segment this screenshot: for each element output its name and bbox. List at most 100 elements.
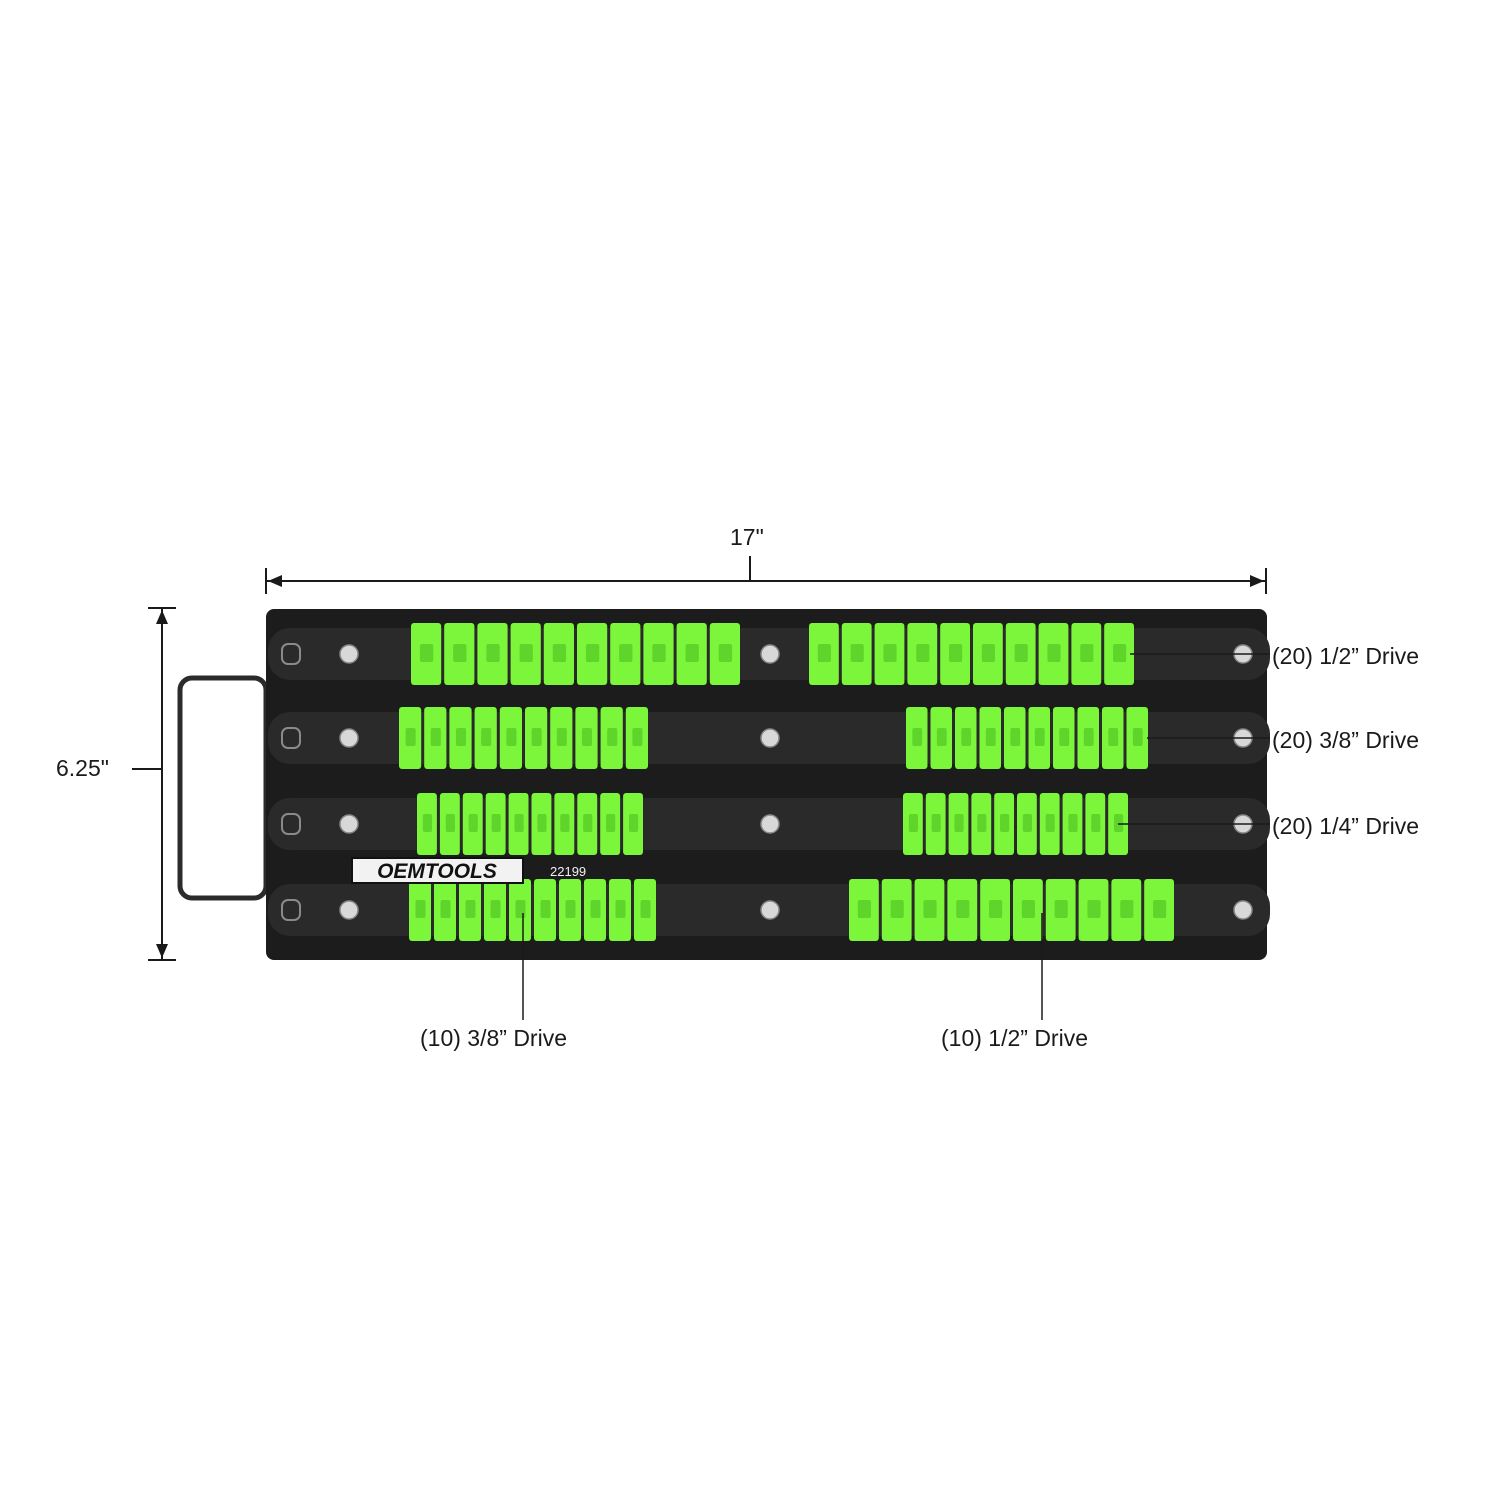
- socket-clip-post: [440, 900, 451, 918]
- socket-clip-post: [430, 728, 441, 746]
- socket-clip-post: [468, 814, 478, 832]
- socket-clip-post: [1083, 728, 1094, 746]
- rivet: [339, 644, 359, 664]
- socket-clip-post: [1000, 814, 1010, 832]
- socket-clip-post: [890, 900, 904, 918]
- rivet: [760, 644, 780, 664]
- rivet: [760, 900, 780, 920]
- brand-logo: OEMTOOLS: [351, 857, 524, 884]
- height-dimension-line: [132, 607, 176, 961]
- socket-clip-post: [490, 900, 501, 918]
- rails-layer: [268, 623, 1270, 941]
- socket-clip-post: [556, 728, 567, 746]
- socket-clip-post: [1034, 728, 1045, 746]
- socket-clip-post: [519, 644, 533, 662]
- width-dimension-line: [265, 556, 1267, 594]
- socket-clip-post: [1153, 900, 1167, 918]
- socket-clip-post: [581, 728, 593, 746]
- socket-clip-post: [1021, 900, 1035, 918]
- callout-bottom-right-label: (10) 1/2” Drive: [941, 1025, 1088, 1051]
- socket-clip-post: [465, 900, 476, 918]
- socket-clip-post: [912, 728, 923, 746]
- socket-clip-post: [606, 814, 616, 832]
- socket-clip-post: [445, 814, 455, 832]
- rivet: [760, 814, 780, 834]
- socket-clip-post: [652, 644, 666, 662]
- socket-clip-post: [923, 900, 937, 918]
- rail-row-1: [268, 623, 1270, 685]
- rail-row-2: [268, 707, 1270, 769]
- socket-clip-post: [640, 900, 651, 918]
- socket-clip-post: [1047, 644, 1061, 662]
- socket-clip-post: [585, 644, 600, 662]
- socket-clip-post: [514, 814, 524, 832]
- socket-clip-post: [908, 814, 918, 832]
- rail-end-slot: [281, 727, 301, 749]
- rail-row-4: [268, 879, 1270, 941]
- wire-handle: [177, 675, 269, 901]
- rivet: [339, 814, 359, 834]
- socket-clip-post: [850, 644, 864, 662]
- height-dimension-label: 6.25": [56, 755, 109, 781]
- socket-clip-post: [1080, 644, 1094, 662]
- socket-clip-post: [405, 728, 416, 746]
- socket-clip-post: [977, 814, 987, 832]
- socket-clip-post: [619, 644, 633, 662]
- socket-clip-post: [453, 644, 467, 662]
- socket-clip-post: [632, 728, 643, 746]
- callout-row3-label: (20) 1/4” Drive: [1272, 813, 1419, 839]
- rail-end-slot: [281, 899, 301, 921]
- socket-clip-post: [506, 728, 517, 746]
- socket-clip-post: [422, 814, 433, 832]
- socket-clip-post: [552, 644, 567, 662]
- rail-end-slot: [281, 643, 301, 665]
- socket-clip-post: [415, 900, 426, 918]
- socket-clip-post: [615, 900, 626, 918]
- width-dimension-label: 17": [730, 524, 764, 550]
- socket-clip-post: [817, 644, 831, 662]
- socket-clip-post: [590, 900, 601, 918]
- callout-row2-label: (20) 3/8” Drive: [1272, 727, 1419, 753]
- callout-bottom-left-label: (10) 3/8” Drive: [420, 1025, 567, 1051]
- socket-clip-post: [531, 728, 542, 746]
- socket-clip-post: [954, 814, 964, 832]
- socket-clip-post: [1068, 814, 1078, 832]
- socket-clip-post: [583, 814, 593, 832]
- socket-clip-post: [1010, 728, 1021, 746]
- socket-clip-post: [1054, 900, 1068, 918]
- socket-clip-post: [515, 900, 526, 918]
- socket-clip-post: [607, 728, 618, 746]
- socket-clip-post: [949, 644, 963, 662]
- socket-clip-post: [1114, 814, 1124, 832]
- socket-clip-post: [1087, 900, 1101, 918]
- rivet: [760, 728, 780, 748]
- callout-row1-label: (20) 1/2” Drive: [1272, 643, 1419, 669]
- callout-leaders: [522, 653, 1270, 1020]
- rivet: [339, 900, 359, 920]
- socket-clip-post: [419, 644, 434, 662]
- socket-clip-post: [1045, 814, 1055, 832]
- socket-clip-post: [565, 900, 576, 918]
- socket-clip-post: [628, 814, 639, 832]
- socket-clip-post: [1120, 900, 1134, 918]
- brand-logo-text: OEMTOOLS: [377, 860, 497, 883]
- socket-clip-post: [718, 644, 733, 662]
- socket-clip-post: [956, 900, 970, 918]
- socket-clip-post: [685, 644, 699, 662]
- socket-clip-post: [481, 728, 492, 746]
- socket-clip-post: [486, 644, 500, 662]
- rail-end-slot: [281, 813, 301, 835]
- socket-clip-post: [883, 644, 897, 662]
- socket-clip-post: [1091, 814, 1101, 832]
- socket-clip-post: [981, 644, 995, 662]
- socket-clip-post: [1014, 644, 1028, 662]
- rivet: [1233, 900, 1253, 920]
- socket-clip-post: [1022, 814, 1032, 832]
- socket-clip-post: [857, 900, 871, 918]
- socket-clip-post: [985, 728, 996, 746]
- socket-clip-post: [989, 900, 1003, 918]
- socket-clip-post: [916, 644, 930, 662]
- socket-clip-post: [455, 728, 467, 746]
- socket-clip-post: [537, 814, 547, 832]
